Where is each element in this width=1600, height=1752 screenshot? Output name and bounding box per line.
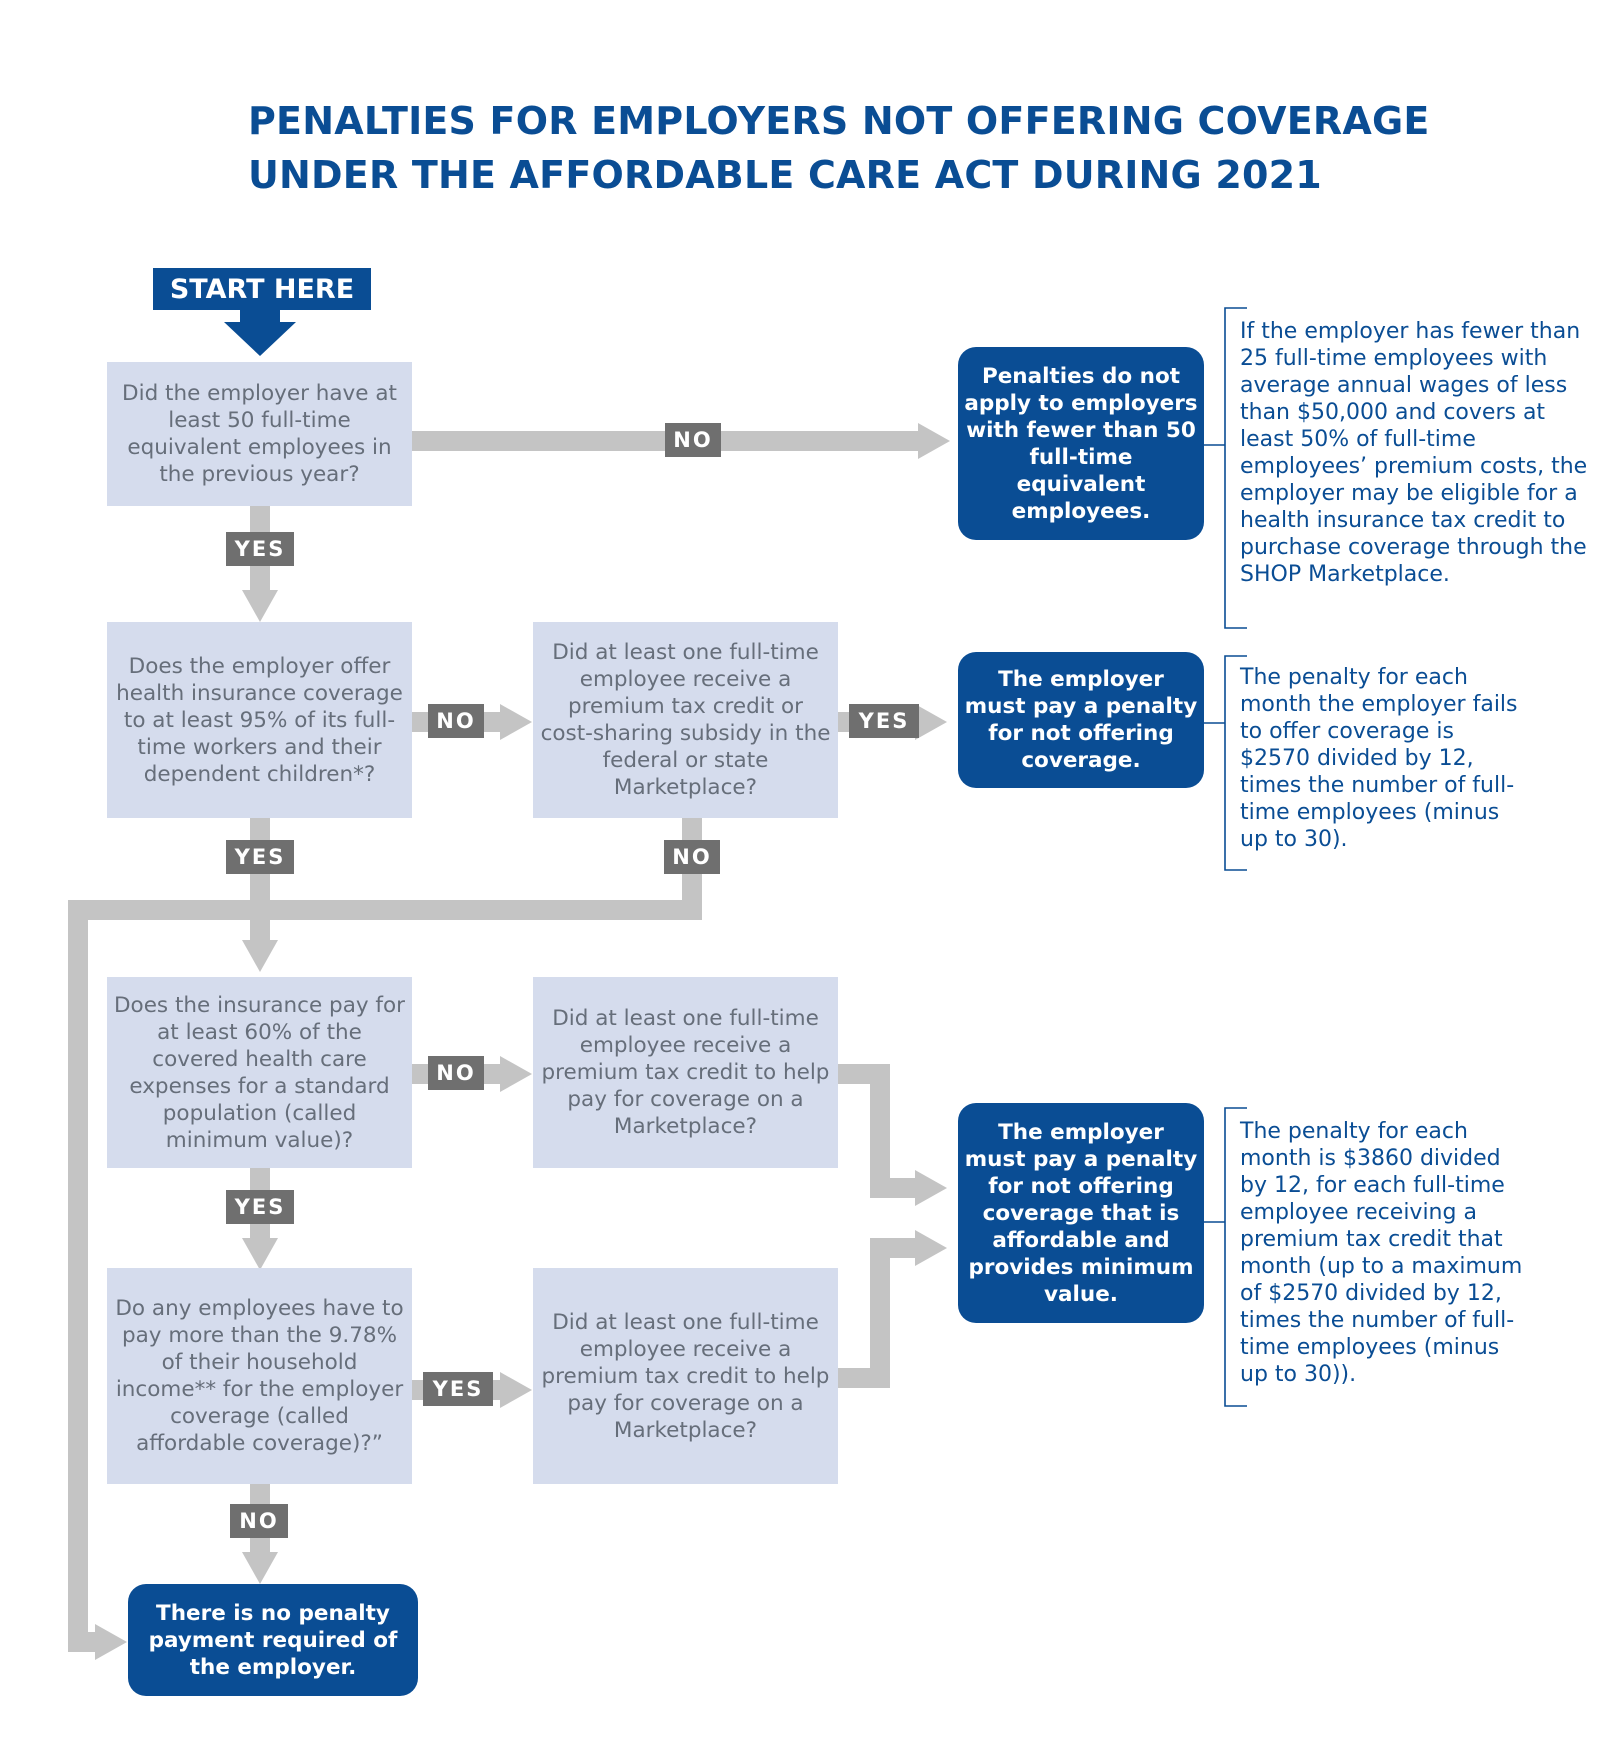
no-label: NO	[428, 704, 484, 738]
page-title: PENALTIES FOR EMPLOYERS NOT OFFERING COV…	[248, 94, 1488, 202]
title-line-2: UNDER THE AFFORDABLE CARE ACT DURING 202…	[248, 153, 1322, 197]
no-label: NO	[665, 423, 721, 457]
note-small-employer-tax-credit: If the employer has fewer than 25 full-t…	[1240, 319, 1588, 587]
outcome-box-no-penalty: There is no penalty payment required of …	[128, 1584, 418, 1696]
yes-label: YES	[423, 1372, 493, 1406]
connector-q5-yes	[838, 1064, 947, 1206]
question-box-tax-credit-minimum-value: Did at least one full-time employee rece…	[533, 977, 838, 1168]
note-penalty-not-affordable: The penalty for each month is $3860 divi…	[1240, 1119, 1523, 1387]
start-here-label: START HERE	[153, 268, 371, 310]
yes-label: YES	[226, 532, 294, 566]
bracket-note-2	[1204, 655, 1247, 871]
no-label: NO	[664, 840, 720, 874]
yes-label: YES	[849, 704, 919, 738]
yes-label: YES	[226, 1190, 294, 1224]
question-box-minimum-value: Does the insurance pay for at least 60% …	[107, 977, 412, 1168]
question-box-full-time-equivalents: Did the employer have at least 50 full-t…	[107, 362, 412, 506]
question-box-tax-credit-or-subsidy: Did at least one full-time employee rece…	[533, 622, 838, 818]
question-box-offer-coverage: Does the employer offer health insurance…	[107, 622, 412, 818]
bracket-note-3	[1204, 1107, 1247, 1407]
connector-q7-yes	[838, 1230, 947, 1388]
no-label: NO	[428, 1056, 484, 1090]
title-line-1: PENALTIES FOR EMPLOYERS NOT OFFERING COV…	[248, 99, 1430, 143]
connector-q3-no	[68, 818, 702, 1660]
yes-label: YES	[226, 840, 294, 874]
note-penalty-not-offering: The penalty for each month the employer …	[1240, 665, 1518, 852]
outcome-box-penalty-not-affordable: The employer must pay a penalty for not …	[958, 1103, 1204, 1323]
bracket-note-1	[1204, 307, 1247, 629]
question-box-tax-credit-affordable: Did at least one full-time employee rece…	[533, 1268, 838, 1484]
outcome-box-penalties-do-not-apply: Penalties do not apply to employers with…	[958, 347, 1204, 540]
question-box-affordable-coverage: Do any employees have to pay more than t…	[107, 1268, 412, 1484]
start-arrow-icon	[224, 310, 296, 356]
outcome-box-penalty-not-offering: The employer must pay a penalty for not …	[958, 652, 1204, 788]
no-label: NO	[230, 1504, 288, 1538]
